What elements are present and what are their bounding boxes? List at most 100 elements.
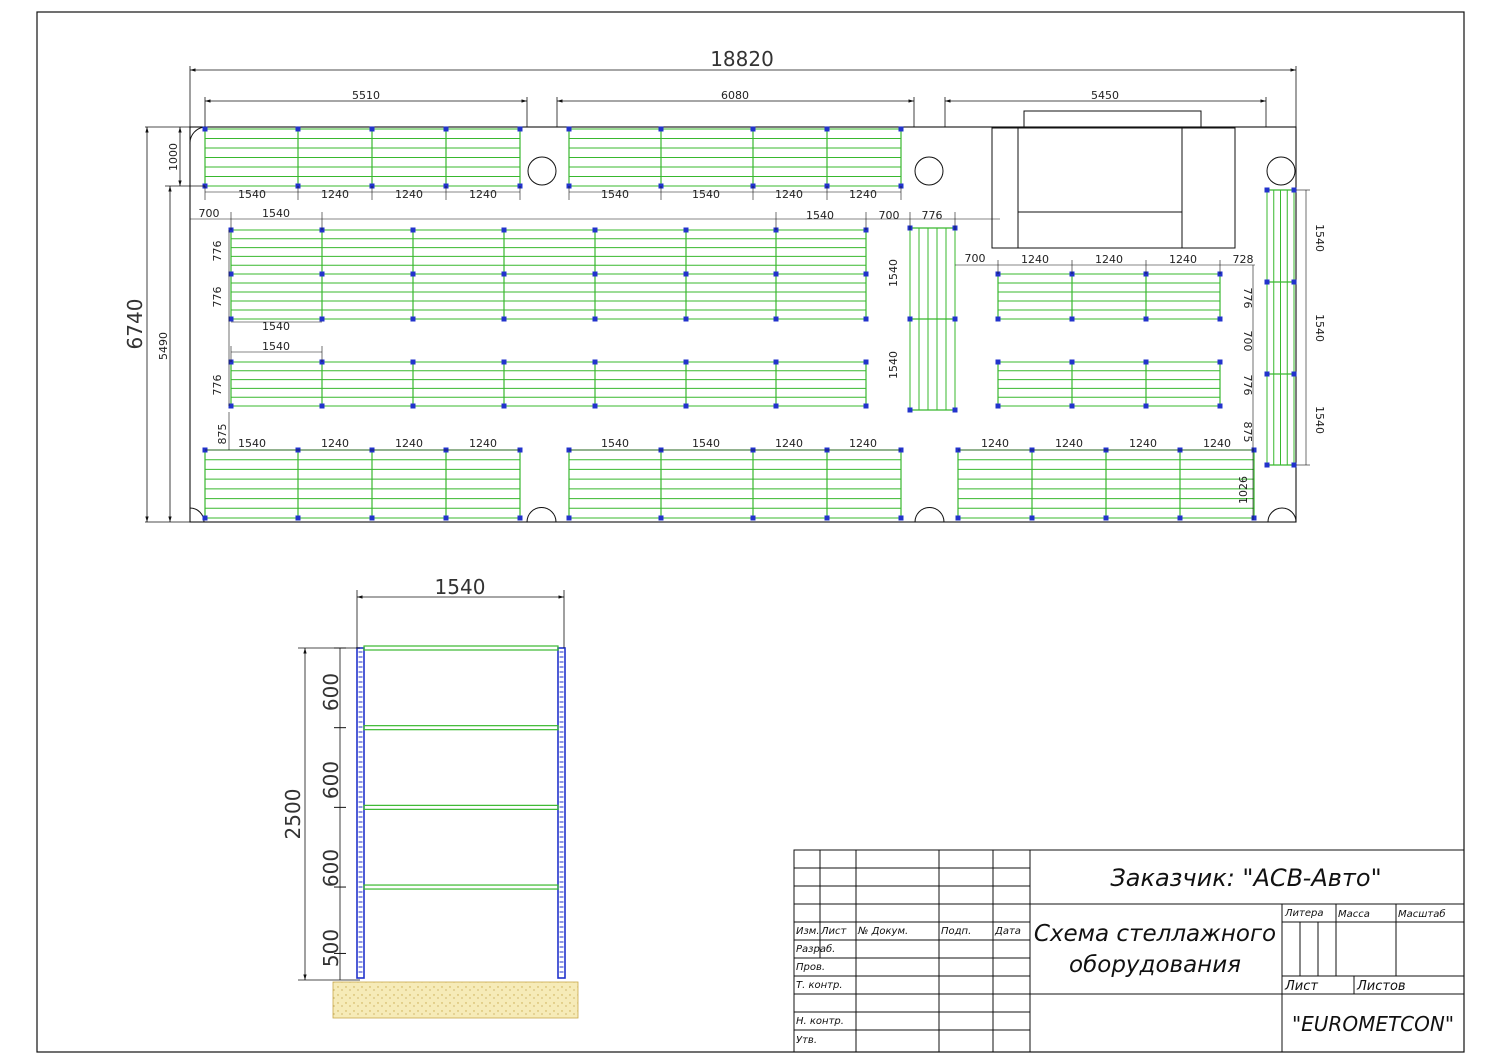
- rack-post: [863, 316, 869, 322]
- depth-dim: 776: [211, 241, 224, 262]
- span-dim: 5450: [1091, 89, 1119, 102]
- rack-post: [592, 227, 598, 233]
- level-dim-3: 600: [319, 849, 343, 887]
- offset-dim: 1540: [806, 209, 834, 222]
- room-outline: [189, 126, 1297, 523]
- rack-post: [1264, 279, 1270, 285]
- customer-label: Заказчик: "ACB-Авто": [1110, 864, 1381, 892]
- bay-dim: 1540: [1313, 314, 1326, 342]
- depth-dim: 776: [211, 375, 224, 396]
- depth-dim: 875: [1241, 422, 1254, 443]
- offset-dim: 776: [922, 209, 943, 222]
- column: [527, 156, 557, 186]
- bay-dim: 1540: [262, 320, 290, 333]
- rack-post: [1143, 403, 1149, 409]
- column: [914, 156, 944, 186]
- rack-post: [592, 316, 598, 322]
- inner-depth-dim: 5490: [157, 332, 170, 360]
- litera-label: Литера: [1284, 908, 1323, 919]
- rack-post: [863, 403, 869, 409]
- rack-post: [410, 271, 416, 277]
- rack-post: [658, 515, 664, 521]
- bay-dim: 1240: [395, 437, 423, 450]
- rack-post: [995, 359, 1001, 365]
- bay-dim: 1540: [238, 188, 266, 201]
- bay-dim: 1540: [238, 437, 266, 450]
- shelving-unit: [1264, 187, 1297, 468]
- rack-post: [295, 126, 301, 132]
- rack-post: [443, 515, 449, 521]
- shelving-unit: [566, 126, 904, 189]
- rack-post: [410, 316, 416, 322]
- bay-dim: 1540: [692, 437, 720, 450]
- rack-post: [1264, 187, 1270, 193]
- bay-dim: 1540: [601, 188, 629, 201]
- rack-post: [1069, 316, 1075, 322]
- bay-dim: 1240: [775, 188, 803, 201]
- rack-post: [1069, 359, 1075, 365]
- rack-post: [501, 359, 507, 365]
- depth-dim: 700: [1241, 331, 1254, 352]
- rack-post: [369, 126, 375, 132]
- floor-plan: [145, 66, 1310, 523]
- rack-post: [907, 316, 913, 322]
- rack-post: [517, 126, 523, 132]
- level-dim-1: 600: [319, 673, 343, 711]
- rack-post: [773, 359, 779, 365]
- shelf-level: [363, 884, 559, 890]
- bay-dim: 1540: [601, 437, 629, 450]
- bay-dim: 1240: [395, 188, 423, 201]
- rack-post: [228, 403, 234, 409]
- bay-dim: 1540: [887, 259, 900, 287]
- rack-post: [750, 515, 756, 521]
- rack-post: [501, 316, 507, 322]
- rack-post: [517, 515, 523, 521]
- depth-dim: 1026: [1237, 476, 1250, 504]
- shelf-level: [363, 645, 559, 651]
- overall-depth-dim: 6740: [123, 299, 147, 350]
- rack-post: [1217, 359, 1223, 365]
- col-doc: № Докум.: [857, 926, 908, 937]
- massa-label: Масса: [1338, 909, 1370, 920]
- rack-post: [566, 515, 572, 521]
- rack-post: [410, 403, 416, 409]
- rack-post: [592, 403, 598, 409]
- rack-post: [995, 316, 1001, 322]
- company-name: "EUROMETCON": [1292, 1012, 1454, 1036]
- rack-post: [750, 126, 756, 132]
- level-dim-4: 500: [319, 929, 343, 967]
- bay-dim: 1240: [469, 188, 497, 201]
- rack-post: [683, 359, 689, 365]
- listov-label: Листов: [1356, 979, 1406, 994]
- rack-post: [202, 126, 208, 132]
- rack-post: [228, 316, 234, 322]
- shelving-unit: [228, 227, 869, 277]
- shelf-level: [363, 804, 559, 810]
- elevation-height-dim: 2500: [281, 789, 305, 840]
- bay-dim: 1240: [849, 437, 877, 450]
- bay-dim: 1240: [1021, 253, 1049, 266]
- rack-post: [1264, 371, 1270, 377]
- row-tkontr: Т. контр.: [796, 980, 843, 991]
- bay-dim: 1240: [1129, 437, 1157, 450]
- shelving-unit: [995, 271, 1223, 322]
- rack-post: [683, 227, 689, 233]
- bay-dim: 1240: [1095, 253, 1123, 266]
- sheet-frame: [36, 11, 1465, 1053]
- rack-post: [1177, 515, 1183, 521]
- shelving-unit: [995, 359, 1223, 409]
- span-dim: 6080: [721, 89, 749, 102]
- bay-dim: 1240: [1055, 437, 1083, 450]
- rack-post: [824, 515, 830, 521]
- rack-post: [952, 407, 958, 413]
- rack-post: [863, 271, 869, 277]
- column: [1267, 507, 1297, 523]
- bay-dim: 1240: [981, 437, 1009, 450]
- rack-post: [319, 316, 325, 322]
- list-label: Лист: [1284, 979, 1318, 994]
- level-dim-2: 600: [319, 761, 343, 799]
- rack-post: [773, 271, 779, 277]
- rack-post: [863, 359, 869, 365]
- rack-post: [295, 515, 301, 521]
